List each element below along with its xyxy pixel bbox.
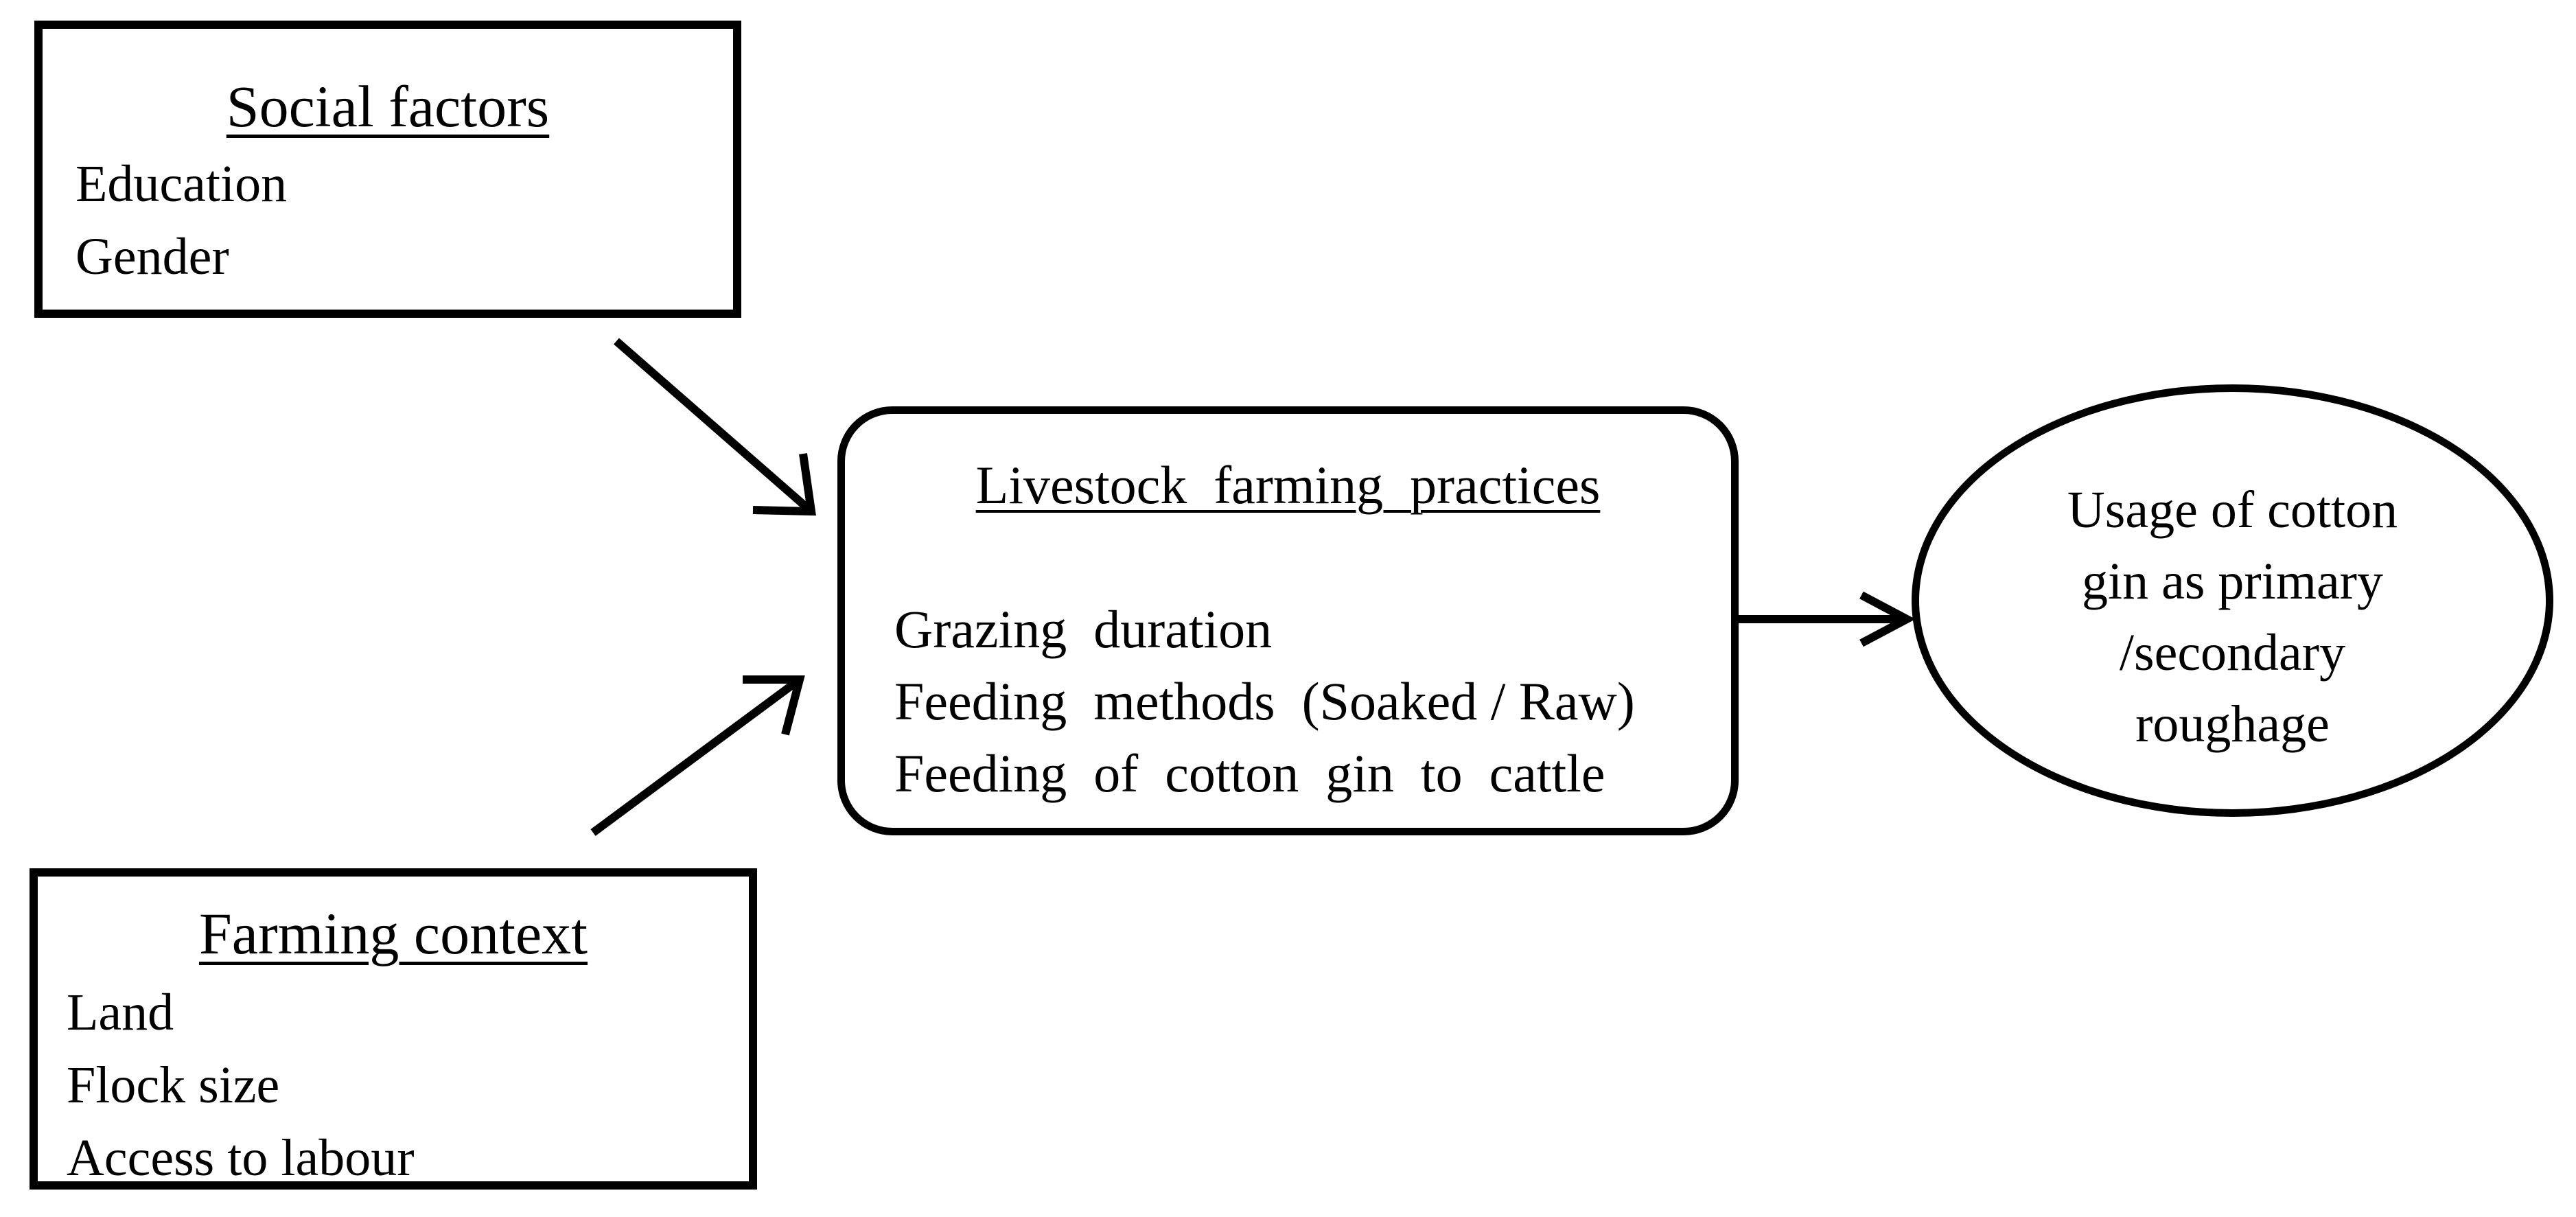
outcome-ellipse: Usage of cotton gin as primary /secondar… xyxy=(1912,384,2553,817)
farming-context-title: Farming context xyxy=(198,901,588,966)
social-factors-box: Social factors Education Gender xyxy=(34,21,741,318)
practice-item: Grazing duration xyxy=(894,599,1273,659)
arrow-farming-to-practices xyxy=(590,676,802,836)
outcome-line: gin as primary xyxy=(2081,553,2383,610)
outcome-line: roughage xyxy=(2135,695,2330,753)
arrow-social-to-practices xyxy=(614,338,814,515)
outcome-label: Usage of cotton gin as primary /secondar… xyxy=(1919,474,2546,760)
livestock-practices-title: Livestock farming practices xyxy=(975,455,1601,515)
livestock-practices-box: Livestock farming practices Grazing dura… xyxy=(837,406,1739,835)
farming-context-item: Land xyxy=(67,984,174,1041)
social-factor-item: Education xyxy=(76,155,288,213)
outcome-line: /secondary xyxy=(2119,624,2346,682)
arrow-social-to-practices-head xyxy=(752,453,816,516)
practice-item: Feeding of cotton gin to cattle xyxy=(894,743,1605,803)
social-factor-item: Gender xyxy=(76,228,229,286)
farming-context-item: Flock size xyxy=(67,1056,280,1114)
outcome-line: Usage of cotton xyxy=(2067,481,2398,539)
farming-context-item: Access to labour xyxy=(67,1129,415,1187)
arrow-farming-to-practices-head xyxy=(743,675,805,736)
social-factors-title: Social factors xyxy=(226,73,550,139)
farming-context-box: Farming context Land Flock size Access t… xyxy=(30,868,757,1190)
arrow-practices-to-outcome-head xyxy=(1859,591,1916,647)
practice-item: Feeding methods (Soaked / Raw) xyxy=(894,671,1635,731)
